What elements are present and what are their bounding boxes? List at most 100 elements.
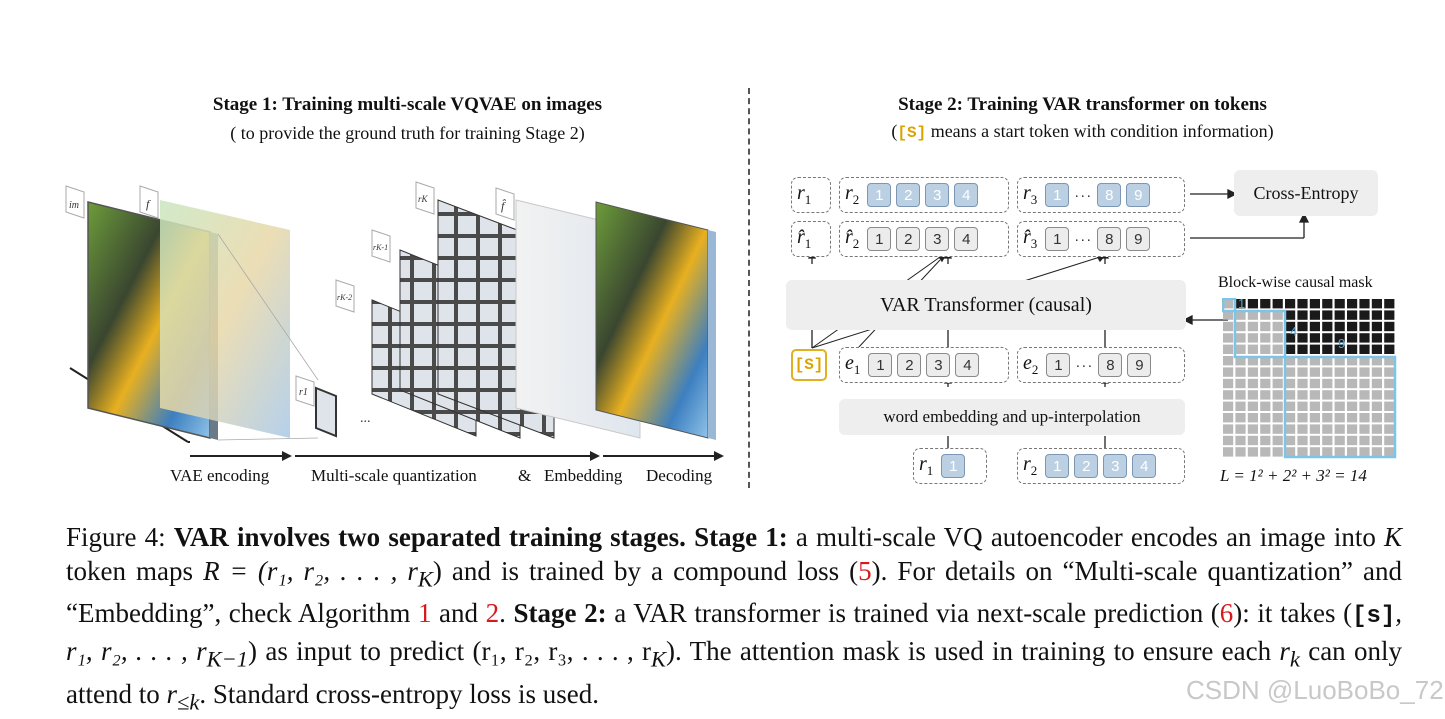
mask-block-9	[1283, 355, 1397, 459]
token: 1	[867, 183, 892, 207]
mask-cell	[1223, 344, 1234, 354]
mask-cell	[1272, 321, 1283, 332]
cross-entropy-box: Cross-Entropy	[1234, 170, 1378, 216]
mask-cell	[1334, 310, 1345, 320]
ref-algorithm-2[interactable]: 2	[485, 598, 500, 629]
mask-cell	[1371, 356, 1382, 366]
mask-cell	[1297, 344, 1308, 354]
mask-cell	[1272, 424, 1283, 434]
token: 4	[954, 227, 979, 251]
label-vae-encoding: VAE encoding	[170, 466, 270, 485]
mask-cell	[1322, 344, 1333, 354]
mask-cell	[1371, 447, 1382, 457]
mask-cell	[1359, 413, 1370, 423]
mask-cell	[1371, 413, 1382, 423]
ref-algorithm-1[interactable]: 1	[417, 598, 432, 629]
mask-cell	[1322, 356, 1333, 366]
mask-cell	[1235, 333, 1246, 343]
mask-cell	[1272, 356, 1283, 366]
mask-cell	[1322, 401, 1333, 411]
mask-cell	[1322, 424, 1333, 434]
token: 3	[926, 353, 951, 377]
mask-cell	[1297, 435, 1308, 446]
mask-cell	[1235, 321, 1246, 332]
mask-cell	[1285, 367, 1296, 377]
mask-cell	[1260, 367, 1271, 377]
mask-cell	[1247, 413, 1258, 423]
mask-cell	[1223, 401, 1234, 411]
mask-cell	[1384, 310, 1395, 320]
pred-r1: r̂1	[791, 221, 831, 257]
mask-cell	[1371, 333, 1382, 343]
mask-cells	[1223, 299, 1395, 457]
ref-eq5[interactable]: 5	[858, 556, 872, 586]
mask-cell	[1297, 321, 1308, 332]
mask-cell	[1347, 447, 1358, 457]
mask-cell	[1384, 401, 1395, 411]
target-r3-label: r3	[1023, 182, 1038, 207]
mask-block-1	[1222, 298, 1237, 313]
mask-cell	[1322, 333, 1333, 343]
mask-cell	[1260, 435, 1271, 446]
mask-cell	[1260, 401, 1271, 411]
mask-cell	[1309, 367, 1320, 377]
mask-cell	[1285, 390, 1296, 400]
token: 4	[1132, 454, 1157, 478]
mask-cell	[1309, 344, 1320, 354]
token: 3	[925, 183, 950, 207]
mask-cell	[1260, 413, 1271, 423]
mask-cell	[1260, 447, 1271, 457]
label-decoding: Decoding	[646, 466, 713, 485]
mask-cell	[1347, 435, 1358, 446]
mask-cell	[1359, 435, 1370, 446]
mask-cell	[1285, 401, 1296, 411]
mask-cell	[1334, 356, 1345, 366]
token: 8	[1097, 227, 1122, 251]
mask-cell	[1371, 344, 1382, 354]
ref-eq6[interactable]: 6	[1219, 598, 1234, 629]
mask-cell	[1334, 401, 1345, 411]
target-r1-label: r1	[797, 182, 812, 207]
mask-cell	[1223, 424, 1234, 434]
mask-cell	[1223, 435, 1234, 446]
mask-cell	[1347, 321, 1358, 332]
mask-cell	[1272, 401, 1283, 411]
input-e2-label: e2	[1023, 352, 1039, 377]
mask-cell	[1384, 321, 1395, 332]
target-r2-label: r2	[845, 182, 860, 207]
mask-cell	[1359, 356, 1370, 366]
token: 1	[1046, 353, 1071, 377]
token: 3	[925, 227, 950, 251]
input-e1-label: e1	[845, 352, 861, 377]
mask-cell	[1297, 299, 1308, 309]
mask-cell	[1297, 447, 1308, 457]
token: 4	[954, 183, 979, 207]
mask-cell	[1260, 299, 1271, 309]
mask-label-4: 4	[1290, 324, 1297, 339]
mask-cell	[1235, 424, 1246, 434]
mask-cell	[1247, 310, 1258, 320]
mask-cell	[1297, 333, 1308, 343]
mask-cell	[1223, 333, 1234, 343]
mask-cell	[1297, 310, 1308, 320]
mask-cell	[1359, 378, 1370, 389]
mask-cell	[1322, 390, 1333, 400]
mask-cell	[1297, 413, 1308, 423]
mask-cell	[1384, 356, 1395, 366]
label-rK-1: rK-1	[373, 243, 388, 252]
mask-cell	[1297, 378, 1308, 389]
token-ellipsis: ···	[1075, 356, 1094, 374]
mask-cell	[1260, 378, 1271, 389]
mask-cell	[1247, 378, 1258, 389]
mask-cell	[1371, 299, 1382, 309]
mask-cell	[1309, 378, 1320, 389]
mask-cell	[1322, 367, 1333, 377]
token: 2	[1074, 454, 1099, 478]
mask-cell	[1309, 356, 1320, 366]
mask-label-9: 9	[1338, 336, 1345, 351]
mask-cell	[1272, 333, 1283, 343]
mask-cell	[1235, 447, 1246, 457]
mask-cell	[1334, 435, 1345, 446]
token-ellipsis: ···	[1074, 230, 1093, 248]
mask-cell	[1285, 447, 1296, 457]
